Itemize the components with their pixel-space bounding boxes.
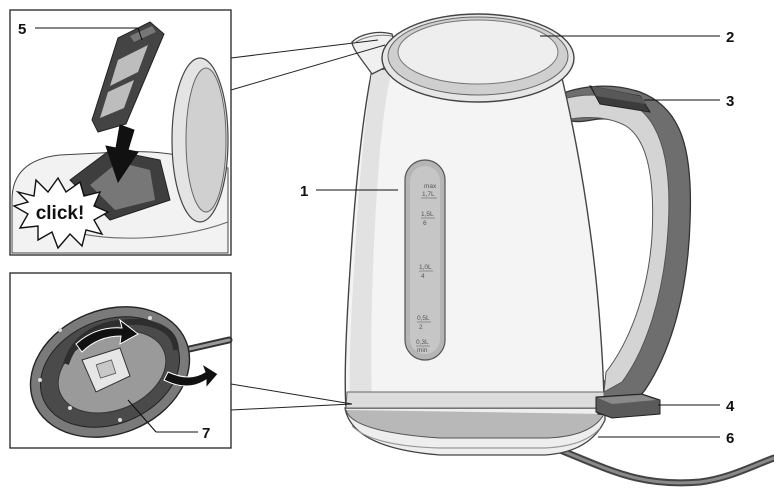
- inset-filter: click!: [9, 9, 232, 256]
- click-burst: click!: [12, 176, 110, 250]
- scale-0-5-cups: 2: [419, 324, 423, 331]
- on-off-switch: [595, 393, 661, 419]
- wind-arrow-top: [75, 318, 139, 353]
- callouts: 5 1 2 3 4 6 7: [18, 21, 735, 447]
- power-cord: [556, 446, 774, 487]
- scale-1-5-volume: 1,5L: [421, 211, 434, 218]
- callout-1: 1: [300, 183, 308, 200]
- insert-arrow: [105, 124, 139, 184]
- click-label: click!: [36, 203, 85, 224]
- filter-insert: [91, 21, 165, 133]
- callout-7: 7: [202, 425, 210, 442]
- callout-6: 6: [726, 430, 734, 447]
- scale-min-volume: 0,3L: [416, 339, 429, 346]
- power-base: [344, 407, 606, 456]
- callout-3: 3: [726, 93, 734, 110]
- scale-max-label: max: [424, 183, 437, 190]
- inset-base-underside: [9, 272, 233, 449]
- kettle-lid: [381, 13, 575, 103]
- callout-2: 2: [726, 29, 734, 46]
- water-level-window: max 1,7L 1,5L 6 1,0L 4 0,5L 2 0,3L min: [404, 159, 446, 361]
- scale-1-5-cups: 6: [423, 220, 427, 227]
- scale-1-0-cups: 4: [421, 273, 425, 280]
- scale-min-label: min: [417, 347, 428, 354]
- scale-1-0-volume: 1,0L: [419, 264, 432, 271]
- callout-4: 4: [726, 398, 735, 415]
- kettle-body: [344, 69, 605, 409]
- cord-out-arrow: [163, 362, 219, 390]
- kettle-handle: [547, 85, 692, 416]
- callout-5: 5: [18, 21, 26, 38]
- scale-max-volume: 1,7L: [422, 191, 435, 198]
- scale-0-5-volume: 0,5L: [417, 315, 430, 322]
- zoom-lines: [230, 39, 386, 411]
